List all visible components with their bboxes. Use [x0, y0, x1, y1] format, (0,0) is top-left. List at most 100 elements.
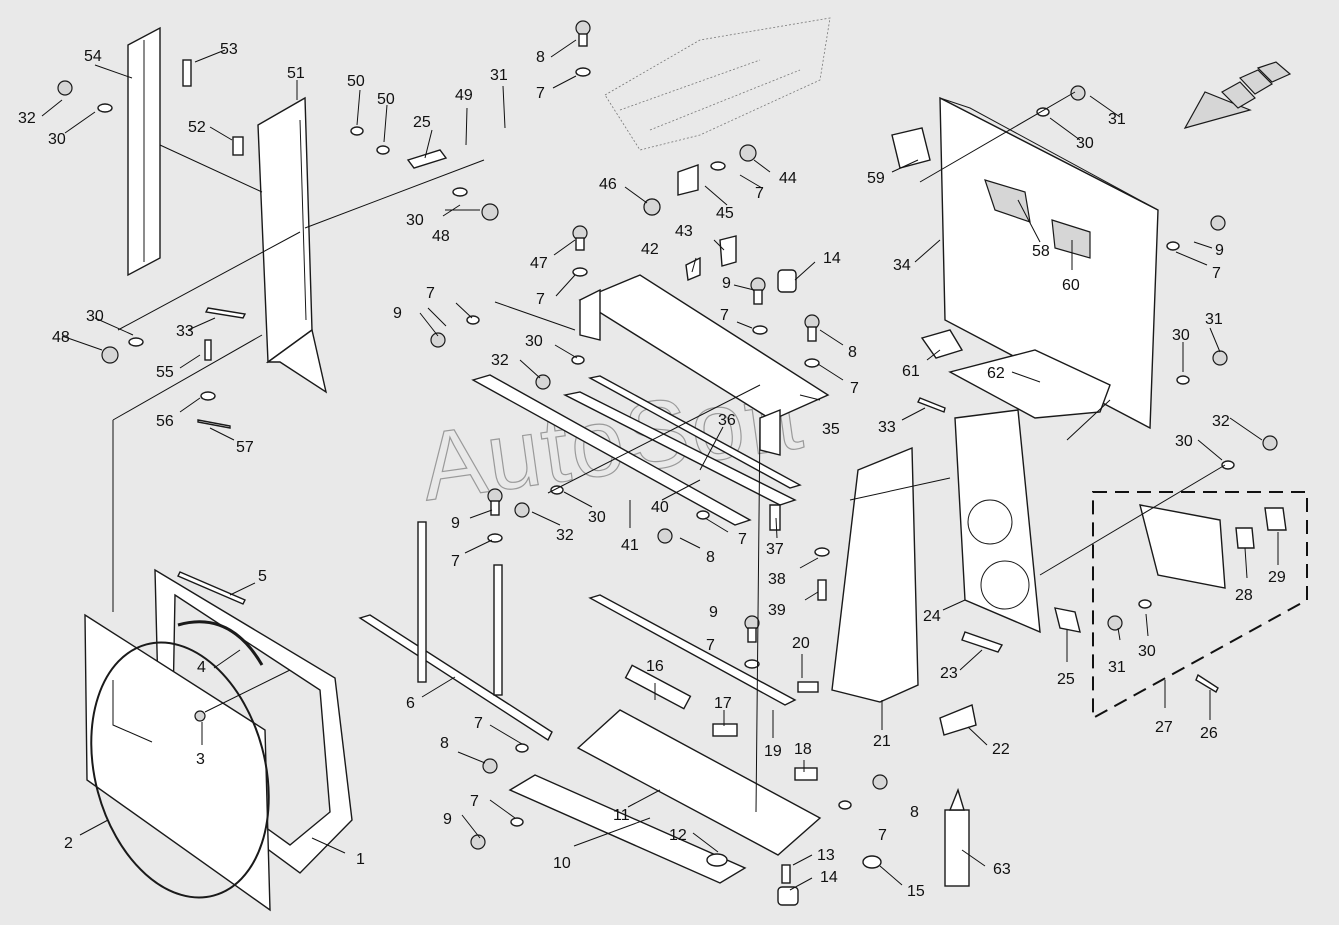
callout-59: 59	[867, 170, 885, 187]
callout-7-c: 7	[536, 291, 545, 308]
callout-51: 51	[287, 65, 305, 82]
callout-9-c: 9	[451, 515, 460, 532]
callout-labels: 1 2 3 4 5 6 7 8 9 10 11 12 13 14 15 16 1…	[18, 41, 1286, 900]
callout-50: 50	[347, 73, 365, 90]
callout-31-b: 31	[1108, 111, 1126, 128]
part-2-fan-panel	[84, 613, 271, 912]
callout-22: 22	[992, 741, 1010, 758]
callout-7: 7	[474, 715, 483, 732]
callout-24: 24	[923, 608, 941, 625]
callout-48: 48	[432, 228, 450, 245]
callout-47: 47	[530, 255, 548, 272]
callout-14-b: 14	[823, 250, 841, 267]
part-19-bar	[588, 594, 797, 706]
part-27-kit-box	[1092, 491, 1308, 720]
chassis-sketch	[604, 17, 831, 151]
callout-28: 28	[1235, 587, 1253, 604]
callout-25: 25	[413, 114, 431, 131]
callout-38: 38	[768, 571, 786, 588]
callout-33-b: 33	[878, 419, 896, 436]
part-24-panel	[954, 409, 1041, 634]
callout-48-b: 48	[52, 329, 70, 346]
leader-lines	[41, 39, 1279, 891]
repeated-callouts: 30 30 48 30 25 50 31 8 7 7 7 7 9 30 32 9…	[48, 49, 1230, 844]
callout-16: 16	[646, 658, 664, 675]
callout-14: 14	[820, 869, 838, 886]
callout-40: 40	[651, 499, 669, 516]
callout-31: 31	[1108, 659, 1126, 676]
callout-5: 5	[258, 568, 267, 585]
callout-8-a: 8	[536, 49, 545, 66]
callout-52: 52	[188, 119, 206, 136]
callout-13: 13	[817, 847, 835, 864]
callout-7-b: 7	[755, 185, 764, 202]
callout-29: 29	[1268, 569, 1286, 586]
callout-30-f: 30	[1076, 135, 1094, 152]
callout-26: 26	[1200, 725, 1218, 742]
callout-45: 45	[716, 205, 734, 222]
callout-32: 32	[18, 110, 36, 127]
callout-30-b: 30	[86, 308, 104, 325]
callout-7-a: 7	[536, 85, 545, 102]
callout-35: 35	[822, 421, 840, 438]
callout-23: 23	[940, 665, 958, 682]
callout-33: 33	[176, 323, 194, 340]
callout-7-e: 7	[720, 307, 729, 324]
callout-55: 55	[156, 364, 174, 381]
part-51-side-panel	[257, 96, 328, 394]
part-54-strip	[127, 26, 161, 277]
callout-57: 57	[236, 439, 254, 456]
callout-63: 63	[993, 861, 1011, 878]
part-63-cartridge	[944, 787, 970, 887]
callout-44: 44	[779, 170, 797, 187]
callout-31-c: 31	[1205, 311, 1223, 328]
callout-32-b: 32	[491, 352, 509, 369]
callout-30: 30	[1138, 643, 1156, 660]
callout-32-c: 32	[556, 527, 574, 544]
callout-53: 53	[220, 41, 238, 58]
callout-32-d: 32	[1212, 413, 1230, 430]
callout-8-d: 8	[910, 804, 919, 821]
callout-62: 62	[987, 365, 1005, 382]
callout-1: 1	[356, 851, 365, 868]
callout-18: 18	[794, 741, 812, 758]
part-6-cross-frame	[358, 521, 553, 742]
part-21-side-panel	[831, 446, 919, 703]
callout-25b: 25	[1057, 671, 1075, 688]
callout-17: 17	[714, 695, 732, 712]
callout-30-h: 30	[1175, 433, 1193, 450]
callout-10: 10	[553, 855, 571, 872]
callout-21: 21	[873, 733, 891, 750]
part-62-bracket	[948, 349, 1111, 419]
callout-61: 61	[902, 363, 920, 380]
callout-37: 37	[766, 541, 784, 558]
callout-42: 42	[641, 241, 659, 258]
callout-3: 3	[196, 751, 205, 768]
callout-4: 4	[197, 659, 206, 676]
part-10-plate	[508, 774, 747, 884]
part-27-bracket	[1139, 504, 1226, 589]
callout-7-j: 7	[470, 793, 479, 810]
direction-arrow-icon	[1183, 61, 1292, 129]
callout-9-e: 9	[1215, 242, 1224, 259]
part-35-beam	[578, 274, 830, 456]
callout-9-d: 9	[709, 604, 718, 621]
callout-19: 19	[764, 743, 782, 760]
callout-9-a: 9	[393, 305, 402, 322]
callout-11: 11	[613, 807, 630, 824]
callout-60: 60	[1062, 277, 1080, 294]
callout-43: 43	[675, 223, 693, 240]
callout-2: 2	[64, 835, 73, 852]
callout-49: 49	[455, 87, 473, 104]
callout-39: 39	[768, 602, 786, 619]
part-61-plate	[920, 329, 964, 359]
fasteners	[57, 20, 1287, 906]
callout-50-b: 50	[377, 91, 395, 108]
part-59-cover	[891, 127, 931, 169]
callout-6: 6	[406, 695, 415, 712]
callout-46: 46	[599, 176, 617, 193]
callout-41: 41	[621, 537, 639, 554]
callout-8: 8	[440, 735, 449, 752]
